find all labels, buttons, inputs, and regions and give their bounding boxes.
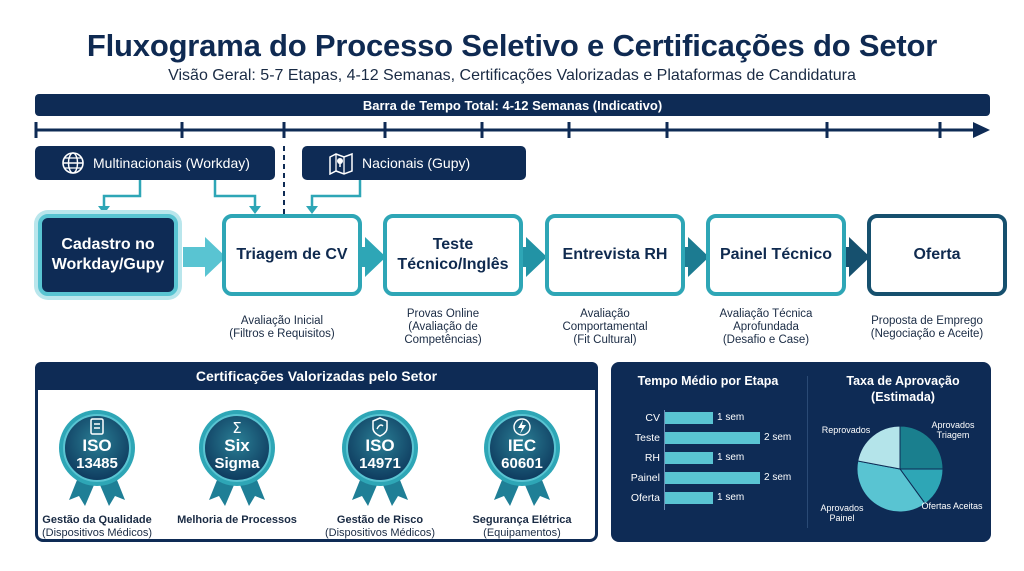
platform-gupy: Nacionais (Gupy) <box>302 146 526 180</box>
badge-line2: 14971 <box>359 455 401 472</box>
pie-label-reprovados: Reprovados <box>821 425 871 435</box>
bar-category-label: Oferta <box>630 492 660 504</box>
page-subtitle: Visão Geral: 5-7 Etapas, 4-12 Semanas, C… <box>168 67 856 84</box>
bar-axis-tick <box>664 410 665 430</box>
pie-slice <box>856 460 926 513</box>
step-desc-oferta: Proposta de Emprego(Negociação e Aceite) <box>870 315 984 340</box>
platform-label: Nacionais (Gupy) <box>362 155 471 171</box>
badge-iso-14971: ISO 14971 <box>342 410 418 506</box>
badge-caption-iec-60601: Segurança Elétrica (Equipamentos) <box>472 514 572 539</box>
badge-caption-six-sigma: Melhoria de Processos <box>177 514 297 526</box>
step-teste: Teste Técnico/Inglês <box>383 214 523 296</box>
step-triagem: Triagem de CV <box>222 214 362 296</box>
clipboard-icon <box>90 418 104 435</box>
flow-arrow-1 <box>183 237 226 277</box>
certification-badges: ISO 13485 Σ Six Sigma ISO 14971 IEC <box>59 410 560 506</box>
step-cadastro: Cadastro no Workday/Gupy <box>38 214 178 296</box>
lightning-icon <box>513 418 531 436</box>
badge-line1: ISO <box>365 436 394 455</box>
certifications-header: Certificações Valorizadas pelo Setor <box>35 362 598 390</box>
step-painel: Painel Técnico <box>706 214 846 296</box>
badge-line2: Sigma <box>214 455 260 472</box>
bar-chart-title: Tempo Médio por Etapa <box>637 374 779 388</box>
badge-line1: IEC <box>508 436 536 455</box>
badge-line2: 60601 <box>501 455 543 472</box>
bar <box>665 412 713 424</box>
badge-line1: ISO <box>82 436 111 455</box>
shield-leaf-icon <box>372 417 388 437</box>
bar-category-label: Teste <box>634 432 660 444</box>
map-icon <box>329 152 353 175</box>
platform-workday: Multinacionais (Workday) <box>35 146 275 180</box>
badge-six-sigma: Σ Six Sigma <box>199 410 275 506</box>
badge-iec-60601: IEC 60601 <box>484 410 560 506</box>
bar-value-label: 1 sem <box>717 412 745 423</box>
bar-axis-tick <box>664 430 665 450</box>
bar-category-label: RH <box>644 452 660 464</box>
timeline-axis <box>34 122 990 138</box>
badge-caption-iso-13485: Gestão da Qualidade (Dispositivos Médico… <box>41 514 153 539</box>
pie-label-ofertas-aceitas: Ofertas Aceitas <box>921 501 983 511</box>
step-desc-triagem: Avaliação Inicial(Filtros e Requisitos) <box>229 315 335 340</box>
stats-divider <box>807 376 808 528</box>
bar <box>665 452 713 464</box>
step-oferta: Oferta <box>867 214 1007 296</box>
platform-label: Multinacionais (Workday) <box>93 155 250 171</box>
bar-value-label: 1 sem <box>717 452 745 463</box>
bar-value-label: 2 sem <box>764 432 792 443</box>
bar <box>665 432 760 444</box>
bar-category-label: Painel <box>630 472 660 484</box>
bar <box>665 492 713 504</box>
bar-category-label: CV <box>645 412 660 424</box>
timeline-bar: Barra de Tempo Total: 4-12 Semanas (Indi… <box>35 94 990 116</box>
bar-value-label: 1 sem <box>717 492 745 503</box>
pie-slice <box>857 425 901 470</box>
badge-line1: Six <box>224 436 250 455</box>
pie-chart <box>856 425 944 513</box>
bar-value-label: 2 sem <box>764 472 792 483</box>
page-title: Fluxograma do Processo Seletivo e Certif… <box>86 28 938 63</box>
badge-caption-iso-14971: Gestão de Risco (Dispositivos Médicos) <box>324 514 436 539</box>
sigma-icon: Σ <box>232 419 241 437</box>
bar-axis-tick <box>664 450 665 470</box>
bar-axis-tick <box>664 470 665 490</box>
pie-label-aprovados-triagem: Aprovados Triagem <box>931 420 975 440</box>
platform-connectors <box>98 146 362 214</box>
badge-line2: 13485 <box>76 455 118 472</box>
pie-chart-title: Taxa de Aprovação (Estimada) <box>846 374 960 404</box>
step-entrevista: Entrevista RH <box>545 214 685 296</box>
bar <box>665 472 760 484</box>
globe-icon <box>62 152 84 174</box>
bar-axis-tick <box>664 490 665 510</box>
pie-slice <box>899 425 944 470</box>
pie-label-aprovados-painel: Aprovados Painel <box>820 503 864 523</box>
badge-iso-13485: ISO 13485 <box>59 410 135 506</box>
